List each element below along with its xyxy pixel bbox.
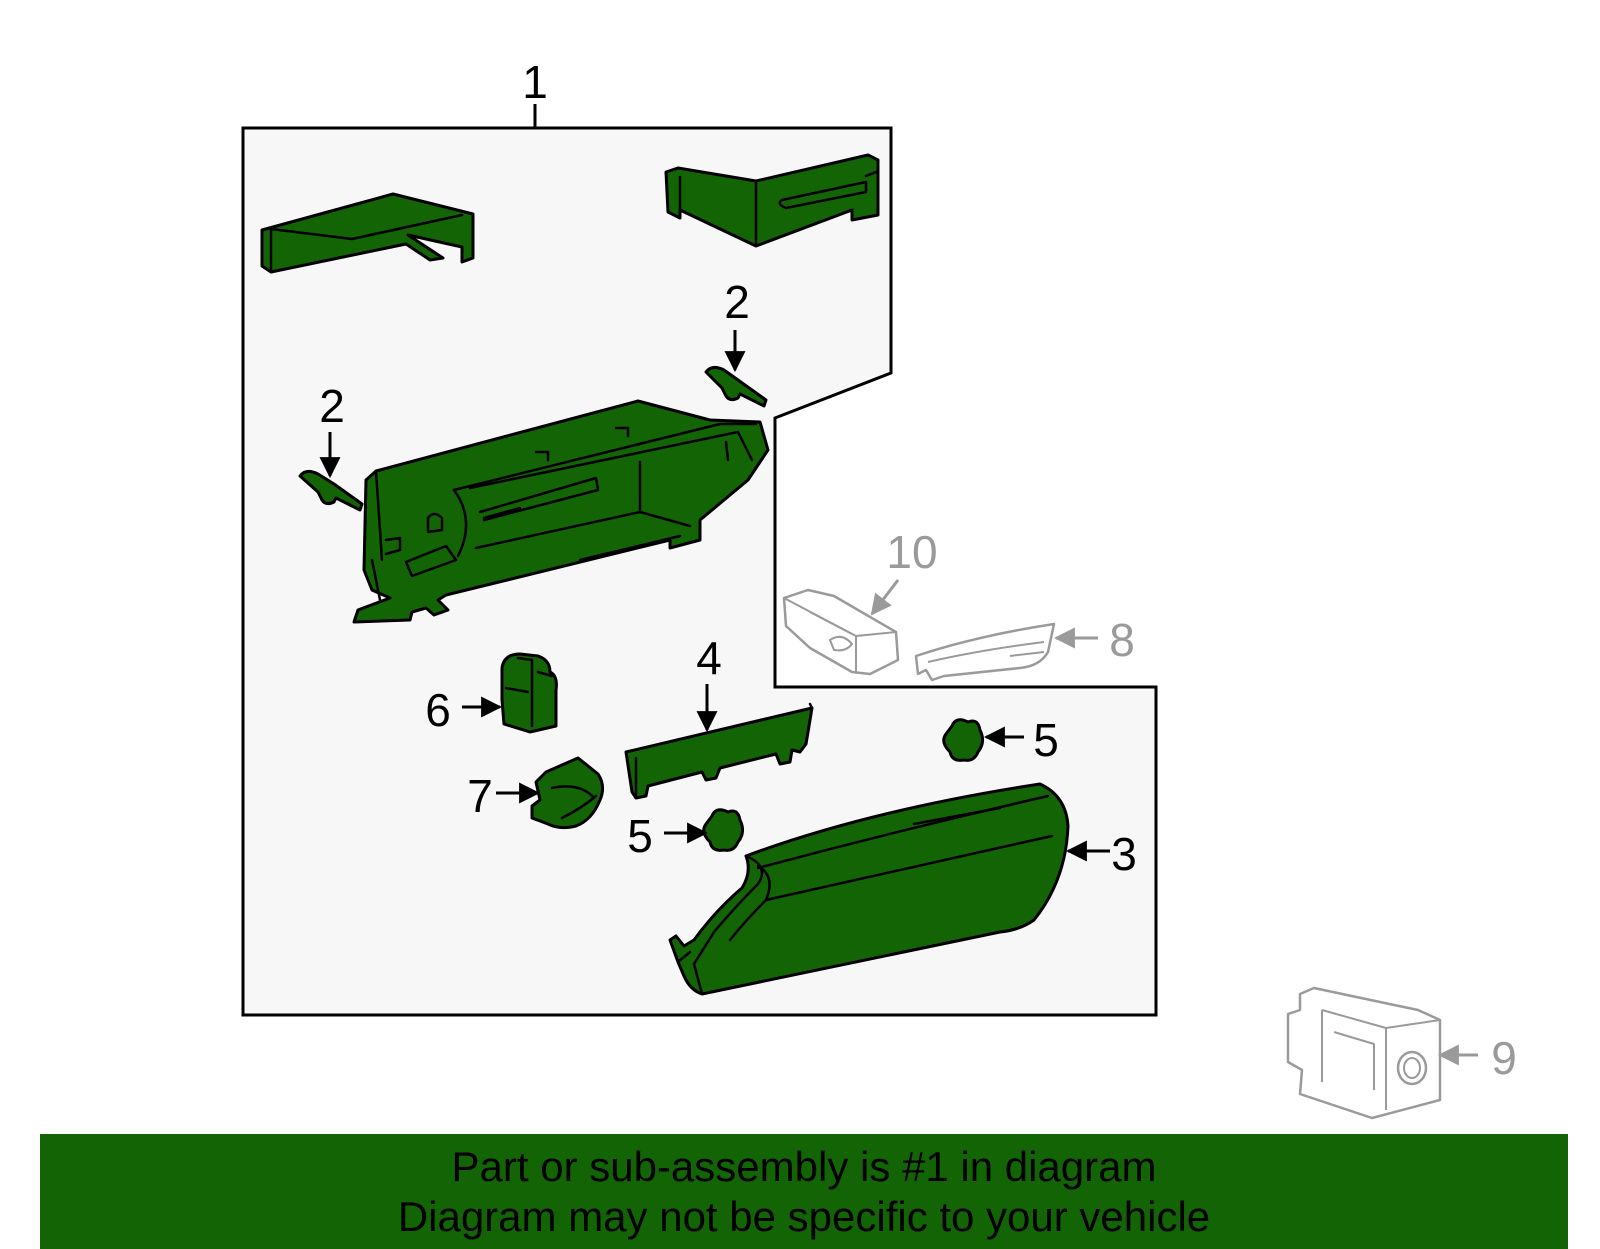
glove-box-housing — [352, 399, 770, 624]
callout-8: 8 — [1109, 614, 1135, 666]
upper-left-bracket — [260, 192, 475, 274]
callout-10: 10 — [886, 526, 937, 578]
callout-2-right: 2 — [724, 276, 750, 328]
callout-7: 7 — [467, 770, 493, 822]
callout-4: 4 — [696, 632, 722, 684]
clip-2-left — [298, 469, 364, 512]
glove-box-door-3 — [668, 782, 1070, 996]
leader-10 — [870, 579, 900, 616]
callout-6: 6 — [425, 684, 451, 736]
assembly-boundary — [241, 126, 1158, 1017]
callout-9: 9 — [1491, 1032, 1517, 1084]
callout-5-upper: 5 — [1033, 714, 1059, 766]
damper-7 — [530, 756, 605, 830]
callout-5-lower: 5 — [627, 810, 653, 862]
clip-2-right — [704, 365, 768, 408]
clip-5-lower — [702, 808, 745, 852]
ghost-part-10 — [782, 588, 900, 676]
ghost-part-8 — [914, 622, 1056, 682]
callout-3: 3 — [1111, 828, 1137, 880]
ghost-part-9 — [1286, 986, 1442, 1120]
callout-1: 1 — [522, 56, 548, 108]
callout-2-left: 2 — [319, 380, 345, 432]
info-banner: Part or sub-assembly is #1 in diagram Di… — [40, 1134, 1568, 1249]
clip-5-upper — [942, 718, 985, 762]
latch-6 — [500, 652, 558, 734]
banner-line-1: Part or sub-assembly is #1 in diagram — [451, 1143, 1157, 1190]
trim-strip-4 — [624, 702, 814, 800]
banner-line-2: Diagram may not be specific to your vehi… — [397, 1193, 1211, 1240]
upper-right-bracket — [664, 153, 880, 248]
